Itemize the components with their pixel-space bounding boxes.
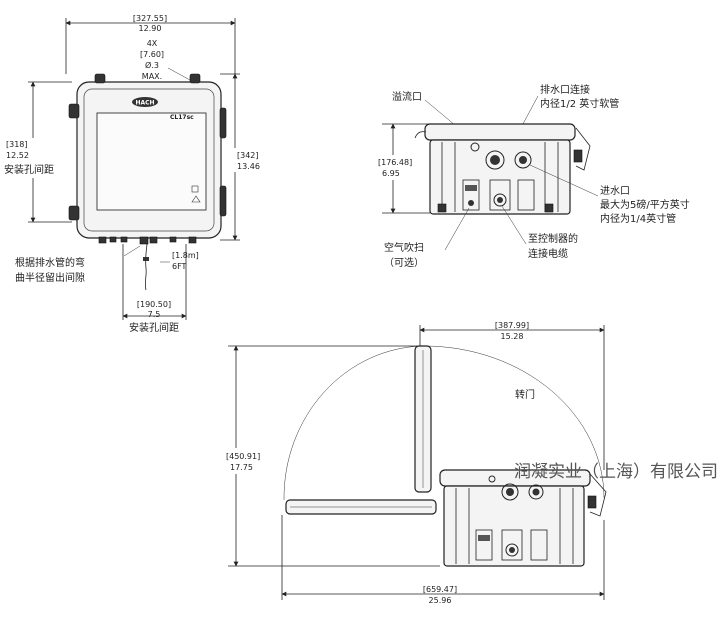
air-purge-label-line1: 空气吹扫	[384, 241, 424, 254]
inlet-label-line1: 进水口	[600, 185, 630, 197]
bottom-dim-mm: [190.50]	[137, 300, 171, 309]
open-height-mm: [450.91]	[226, 452, 260, 461]
watermark-text: 润凝实业（上海）有限公司	[514, 462, 718, 482]
hole-max: MAX.	[142, 72, 162, 81]
open-width-in: 25.96	[429, 596, 452, 605]
door-label: 转门	[515, 388, 535, 401]
side-body	[429, 139, 571, 215]
open-height-in: 17.75	[230, 463, 253, 472]
model-text: CL17sc	[170, 114, 194, 121]
inlet-label-line2: 最大为5磅/平方英寸	[600, 198, 690, 211]
side-lid	[424, 123, 576, 141]
overflow-port	[470, 142, 480, 152]
bottom-dim-in: 7.5	[148, 310, 161, 319]
front-window	[96, 112, 207, 211]
air-purge-port	[468, 200, 474, 206]
front-width-mm: [327.55]	[133, 14, 167, 23]
inlet-label-line3: 内径为1/4英寸管	[600, 212, 676, 225]
drain-label-line1: 排水口连接	[540, 83, 590, 96]
right-dim-in: 13.46	[237, 162, 260, 171]
side-view: 溢流口 排水口连接 内径1/2 英寸软管 [176.48] 6.95	[375, 83, 690, 269]
front-view: [327.55] 12.90 4X [7.60] Ø.3 MAX. [318] …	[2, 14, 264, 334]
logo-text: HACH	[135, 100, 154, 107]
door-swing-right-arc	[423, 345, 605, 499]
left-dim-label: 安装孔间距	[4, 163, 54, 176]
cable-length-mm: [1.8m]	[172, 251, 199, 260]
cable-label-line2: 连接电缆	[528, 247, 568, 260]
right-dim-mm: [342]	[237, 151, 259, 160]
bottom-dim-label: 安装孔间距	[129, 321, 179, 334]
cable-length-ft: 6FT	[172, 262, 187, 271]
open-door-view: [387.99] 15.28 转门 [450.91] 17.75	[222, 321, 607, 605]
open-body	[443, 485, 585, 567]
open-width-mm: [659.47]	[423, 585, 457, 594]
bend-label-line1: 根据排水管的弯	[15, 256, 85, 269]
open-top-mm: [387.99]	[495, 321, 529, 330]
logo-badge	[132, 97, 158, 107]
overflow-label: 溢流口	[392, 90, 422, 103]
hole-diameter-mm: [7.60]	[140, 50, 164, 59]
drain-label-line2: 内径1/2 英寸软管	[540, 97, 619, 110]
door-swing-left-arc	[283, 345, 425, 501]
front-width-in: 12.90	[139, 24, 162, 33]
left-dim-mm: [318]	[6, 140, 28, 149]
cable-port	[493, 193, 507, 207]
hole-diameter-in: Ø.3	[145, 60, 159, 70]
side-height-mm: [176.48]	[378, 158, 412, 167]
bend-label-line2: 曲半径留出间隙	[15, 271, 85, 284]
left-dim-in: 12.52	[6, 151, 29, 160]
open-top-in: 15.28	[501, 332, 524, 341]
inlet-port	[514, 151, 532, 169]
hole-count: 4X	[147, 39, 158, 48]
drain-port	[485, 150, 505, 170]
side-height-in: 6.95	[382, 169, 400, 178]
air-purge-label-line2: （可选）	[384, 256, 424, 269]
cable-label-line1: 至控制器的	[528, 232, 578, 245]
